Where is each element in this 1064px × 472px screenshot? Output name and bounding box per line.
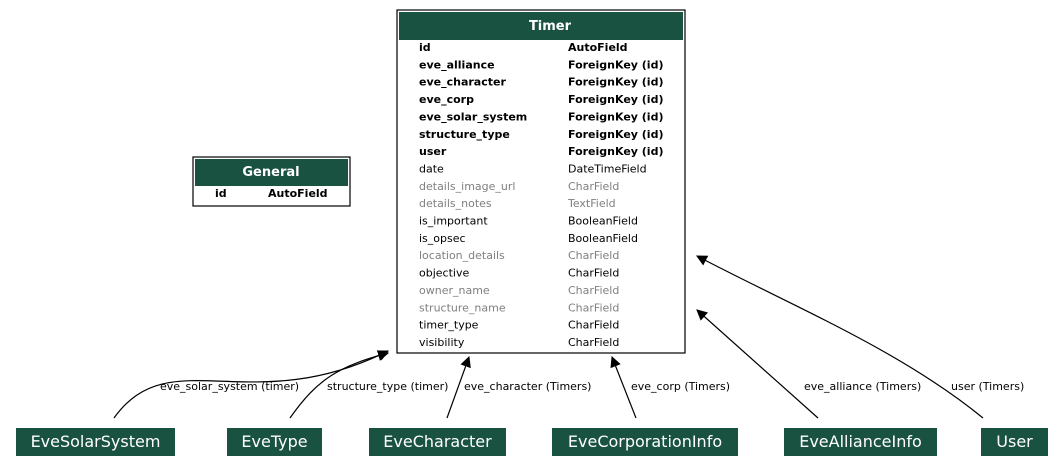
- node-evesolarsystem-label: EveSolarSystem: [31, 432, 161, 451]
- node-evecharacter-box: [369, 428, 506, 456]
- timer-field-name: id: [419, 41, 431, 54]
- timer-field-type: CharField: [568, 319, 619, 332]
- edge-label-evetype: structure_type (timer): [327, 380, 448, 393]
- edge-evesolarsystem: [113, 350, 389, 419]
- node-user[interactable]: User: [981, 428, 1048, 456]
- timer-field-type: AutoField: [568, 41, 628, 54]
- timer-field-name: details_image_url: [419, 180, 515, 193]
- timer-field-name: owner_name: [419, 284, 490, 297]
- timer-field-type: CharField: [568, 180, 619, 193]
- timer-field-type: ForeignKey (id): [568, 76, 663, 89]
- edge-label-evecorporationinfo: eve_corp (Timers): [631, 380, 730, 393]
- node-evecharacter[interactable]: EveCharacter: [369, 428, 506, 456]
- node-evetype-box: [227, 428, 322, 456]
- general-field-type: AutoField: [268, 187, 328, 200]
- entity-general-title: General: [242, 165, 299, 180]
- timer-field-type: CharField: [568, 284, 619, 297]
- edge-label-evecharacter: eve_character (Timers): [464, 380, 591, 393]
- node-evecorporationinfo[interactable]: EveCorporationInfo: [552, 428, 738, 456]
- node-user-label: User: [996, 432, 1033, 451]
- timer-field-name: details_notes: [419, 197, 492, 210]
- timer-field-type: BooleanField: [568, 232, 638, 245]
- edge-evealliance: [696, 309, 819, 419]
- timer-field-name: eve_alliance: [419, 58, 495, 71]
- timer-field-name: is_important: [419, 215, 488, 228]
- edge-label-user: user (Timers): [951, 380, 1024, 393]
- timer-field-type: ForeignKey (id): [568, 93, 663, 106]
- timer-field-type: BooleanField: [568, 215, 638, 228]
- timer-field-name: visibility: [419, 336, 465, 349]
- node-evesolarsystem-box: [16, 428, 175, 456]
- node-evesolarsystem[interactable]: EveSolarSystem: [16, 428, 175, 456]
- node-evetype[interactable]: EveType: [227, 428, 322, 456]
- node-user-box: [981, 428, 1048, 456]
- timer-field-name: user: [419, 145, 447, 158]
- timer-field-type: CharField: [568, 267, 619, 280]
- timer-field-name: eve_character: [419, 76, 506, 89]
- node-evealliance-box: [784, 428, 937, 456]
- edge-evetype: [289, 350, 390, 419]
- timer-field-name: date: [419, 162, 444, 175]
- node-evetype-label: EveType: [241, 432, 307, 451]
- entity-general-header: [195, 159, 348, 186]
- node-evealliance-label: EveAllianceInfo: [799, 432, 922, 451]
- entity-timer-title: Timer: [529, 19, 572, 34]
- edge-evecorporationinfo: [610, 355, 637, 419]
- timer-field-name: location_details: [419, 249, 505, 262]
- node-evecorporationinfo-label: EveCorporationInfo: [568, 432, 722, 451]
- model-nodes: EveSolarSystem EveType EveCharacter EveC…: [16, 428, 1048, 456]
- entity-general[interactable]: General id AutoField: [192, 156, 351, 207]
- timer-field-name: is_opsec: [419, 232, 466, 245]
- timer-field-name: structure_name: [419, 301, 506, 314]
- edge-evecharacter: [446, 355, 471, 419]
- timer-field-name: objective: [419, 267, 469, 280]
- timer-field-type: CharField: [568, 336, 619, 349]
- node-evecorporationinfo-box: [552, 428, 738, 456]
- timer-field-name: structure_type: [419, 128, 510, 141]
- timer-field-type: CharField: [568, 249, 619, 262]
- timer-field-name: timer_type: [419, 319, 479, 332]
- entity-general-fields: id AutoField: [215, 187, 328, 200]
- entity-timer-header: [399, 12, 683, 40]
- edge-user: [696, 255, 984, 419]
- timer-field-name: eve_corp: [419, 93, 474, 106]
- timer-field-type: ForeignKey (id): [568, 145, 663, 158]
- timer-field-type: TextField: [567, 197, 616, 210]
- relationship-edges: [113, 255, 984, 419]
- node-evecharacter-label: EveCharacter: [383, 432, 492, 451]
- timer-field-name: eve_solar_system: [419, 110, 527, 123]
- edge-labels: eve_solar_system (timer) structure_type …: [160, 380, 1024, 393]
- timer-field-type: ForeignKey (id): [568, 110, 663, 123]
- general-field-name: id: [215, 187, 227, 200]
- timer-field-type: DateTimeField: [568, 162, 647, 175]
- edge-label-evesolarsystem: eve_solar_system (timer): [160, 380, 299, 393]
- timer-field-type: ForeignKey (id): [568, 58, 663, 71]
- timer-field-type: ForeignKey (id): [568, 128, 663, 141]
- edge-label-evealliance: eve_alliance (Timers): [804, 380, 921, 393]
- entity-timer-frame: [396, 9, 686, 354]
- timer-field-type: CharField: [568, 301, 619, 314]
- node-evealliance[interactable]: EveAllianceInfo: [784, 428, 937, 456]
